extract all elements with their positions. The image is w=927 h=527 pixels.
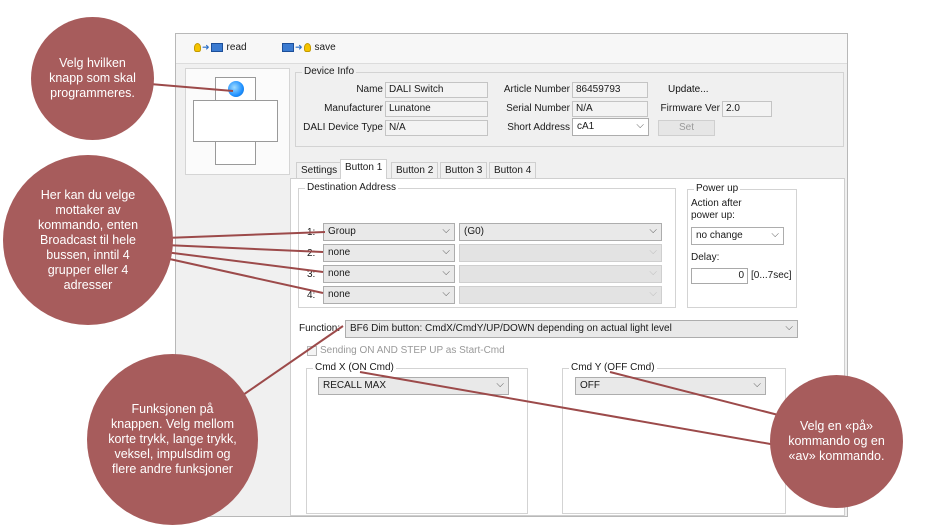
read-label: read bbox=[226, 42, 247, 53]
destination-row-1-type[interactable]: Group ⌵ bbox=[323, 223, 455, 241]
annotation-recipients: Her kan du velge mottaker av kommando, e… bbox=[3, 155, 173, 325]
save-to-bus-icon: ➜ bbox=[282, 43, 311, 52]
destination-address-group: Destination Address bbox=[298, 182, 676, 308]
short-address-value: cA1 bbox=[577, 121, 595, 132]
destination-row-3-number: 3: bbox=[307, 269, 316, 280]
set-button[interactable]: Set bbox=[658, 120, 715, 136]
chevron-down-icon: ⌵ bbox=[636, 120, 644, 131]
tab-button-3[interactable]: Button 3 bbox=[440, 162, 488, 178]
name-field: DALI Switch bbox=[385, 82, 488, 98]
function-value: BF6 Dim button: CmdX/CmdY/UP/DOWN depend… bbox=[350, 323, 672, 334]
chevron-down-icon: ⌵ bbox=[649, 288, 657, 299]
chevron-down-icon: ⌵ bbox=[785, 322, 793, 333]
firmware-field: 2.0 bbox=[722, 101, 772, 117]
destination-row-3-type[interactable]: none ⌵ bbox=[323, 265, 455, 283]
chevron-down-icon: ⌵ bbox=[442, 267, 450, 278]
destination-row-4-target: ⌵ bbox=[459, 286, 662, 304]
action-after-power-up-select[interactable]: no change ⌵ bbox=[691, 227, 784, 245]
chevron-down-icon: ⌵ bbox=[649, 267, 657, 278]
cmd-y-value: OFF bbox=[580, 380, 600, 391]
selected-button-led-icon[interactable] bbox=[228, 81, 244, 97]
tab-button-4[interactable]: Button 4 bbox=[489, 162, 537, 178]
annotation-button-select-text: Velg hvilken knapp som skal programmeres… bbox=[49, 56, 136, 100]
device-type-label: DALI Device Type bbox=[303, 122, 383, 133]
power-up-group: Power up bbox=[687, 183, 797, 308]
destination-row-4-type-value: none bbox=[328, 289, 351, 300]
chevron-down-icon: ⌵ bbox=[496, 379, 504, 390]
line-cmd-x bbox=[359, 371, 777, 446]
serial-number-label: Serial Number bbox=[506, 103, 570, 114]
destination-row-1-type-value: Group bbox=[328, 226, 356, 237]
cmd-x-group: Cmd X (ON Cmd) bbox=[306, 362, 528, 514]
destination-row-3-target: ⌵ bbox=[459, 265, 662, 283]
destination-address-title: Destination Address bbox=[305, 182, 398, 193]
delay-input[interactable]: 0 bbox=[691, 268, 748, 284]
action-after-power-up-label: Action after power up: bbox=[691, 198, 742, 221]
chevron-down-icon: ⌵ bbox=[442, 288, 450, 299]
start-cmd-checkbox-label: Sending ON AND STEP UP as Start-Cmd bbox=[320, 345, 505, 356]
delay-unit-label: [0...7sec] bbox=[751, 270, 792, 281]
chevron-down-icon: ⌵ bbox=[442, 225, 450, 236]
save-label: save bbox=[314, 42, 336, 53]
destination-row-2-type-value: none bbox=[328, 247, 351, 258]
article-number-field: 86459793 bbox=[572, 82, 648, 98]
firmware-label: Firmware Ver bbox=[660, 103, 720, 114]
annotation-function: Funksjonen på knappen. Velg mellom korte… bbox=[87, 354, 258, 525]
chevron-down-icon: ⌵ bbox=[649, 246, 657, 257]
destination-row-4-number: 4: bbox=[307, 290, 316, 301]
power-up-title: Power up bbox=[694, 183, 741, 194]
chevron-down-icon: ⌵ bbox=[649, 225, 657, 236]
chevron-down-icon: ⌵ bbox=[442, 246, 450, 257]
read-from-bus-icon: ➜ bbox=[194, 43, 223, 52]
annotation-on-off: Velg en «på» kommando og en «av» kommand… bbox=[770, 375, 903, 508]
function-label: Function: bbox=[299, 323, 341, 334]
toolbar: ➜ read ➜ save bbox=[176, 34, 847, 64]
short-address-select[interactable]: cA1 ⌵ bbox=[572, 118, 649, 136]
destination-row-1-target-value: (G0) bbox=[464, 226, 484, 237]
annotation-on-off-text: Velg en «på» kommando og en «av» kommand… bbox=[788, 419, 885, 463]
button-cross-center bbox=[216, 101, 255, 141]
destination-row-2-target: ⌵ bbox=[459, 244, 662, 262]
device-type-field: N/A bbox=[385, 120, 488, 136]
device-info-title: Device Info bbox=[302, 66, 357, 77]
device-info-group: Device Info bbox=[295, 66, 844, 147]
annotation-button-select: Velg hvilken knapp som skal programmeres… bbox=[31, 17, 154, 140]
manufacturer-label: Manufacturer bbox=[324, 103, 383, 114]
read-button[interactable]: ➜ read bbox=[194, 42, 247, 53]
cmd-y-select[interactable]: OFF ⌵ bbox=[575, 377, 766, 395]
annotation-recipients-text: Her kan du velge mottaker av kommando, e… bbox=[37, 187, 139, 292]
destination-row-2-number: 2: bbox=[307, 248, 316, 259]
update-link[interactable]: Update... bbox=[668, 84, 709, 95]
line-destination-4 bbox=[164, 257, 324, 294]
destination-row-4-type[interactable]: none ⌵ bbox=[323, 286, 455, 304]
cmd-x-value: RECALL MAX bbox=[323, 380, 386, 391]
action-after-power-up-value: no change bbox=[696, 230, 743, 241]
cmd-x-title: Cmd X (ON Cmd) bbox=[313, 362, 396, 373]
manufacturer-field: Lunatone bbox=[385, 101, 488, 117]
line-cmd-y bbox=[609, 371, 791, 419]
annotation-function-text: Funksjonen på knappen. Velg mellom korte… bbox=[108, 402, 237, 476]
chevron-down-icon: ⌵ bbox=[771, 229, 779, 240]
article-number-label: Article Number bbox=[503, 84, 570, 95]
destination-row-2-type[interactable]: none ⌵ bbox=[323, 244, 455, 262]
line-button-select bbox=[149, 83, 234, 92]
line-function bbox=[239, 325, 344, 398]
destination-row-3-type-value: none bbox=[328, 268, 351, 279]
cmd-y-title: Cmd Y (OFF Cmd) bbox=[569, 362, 657, 373]
line-destination-3 bbox=[164, 251, 324, 273]
short-address-label: Short Address bbox=[507, 122, 570, 133]
name-label: Name bbox=[356, 84, 383, 95]
tab-button-1[interactable]: Button 1 bbox=[340, 159, 388, 179]
chevron-down-icon: ⌵ bbox=[753, 379, 761, 390]
tab-button-2[interactable]: Button 2 bbox=[391, 162, 439, 178]
serial-number-field: N/A bbox=[572, 101, 648, 117]
function-select[interactable]: BF6 Dim button: CmdX/CmdY/UP/DOWN depend… bbox=[345, 320, 798, 338]
line-destination-1 bbox=[164, 231, 326, 239]
delay-label: Delay: bbox=[691, 252, 720, 263]
save-button[interactable]: ➜ save bbox=[282, 42, 336, 53]
line-destination-2 bbox=[164, 244, 324, 253]
destination-row-1-target[interactable]: (G0) ⌵ bbox=[459, 223, 662, 241]
